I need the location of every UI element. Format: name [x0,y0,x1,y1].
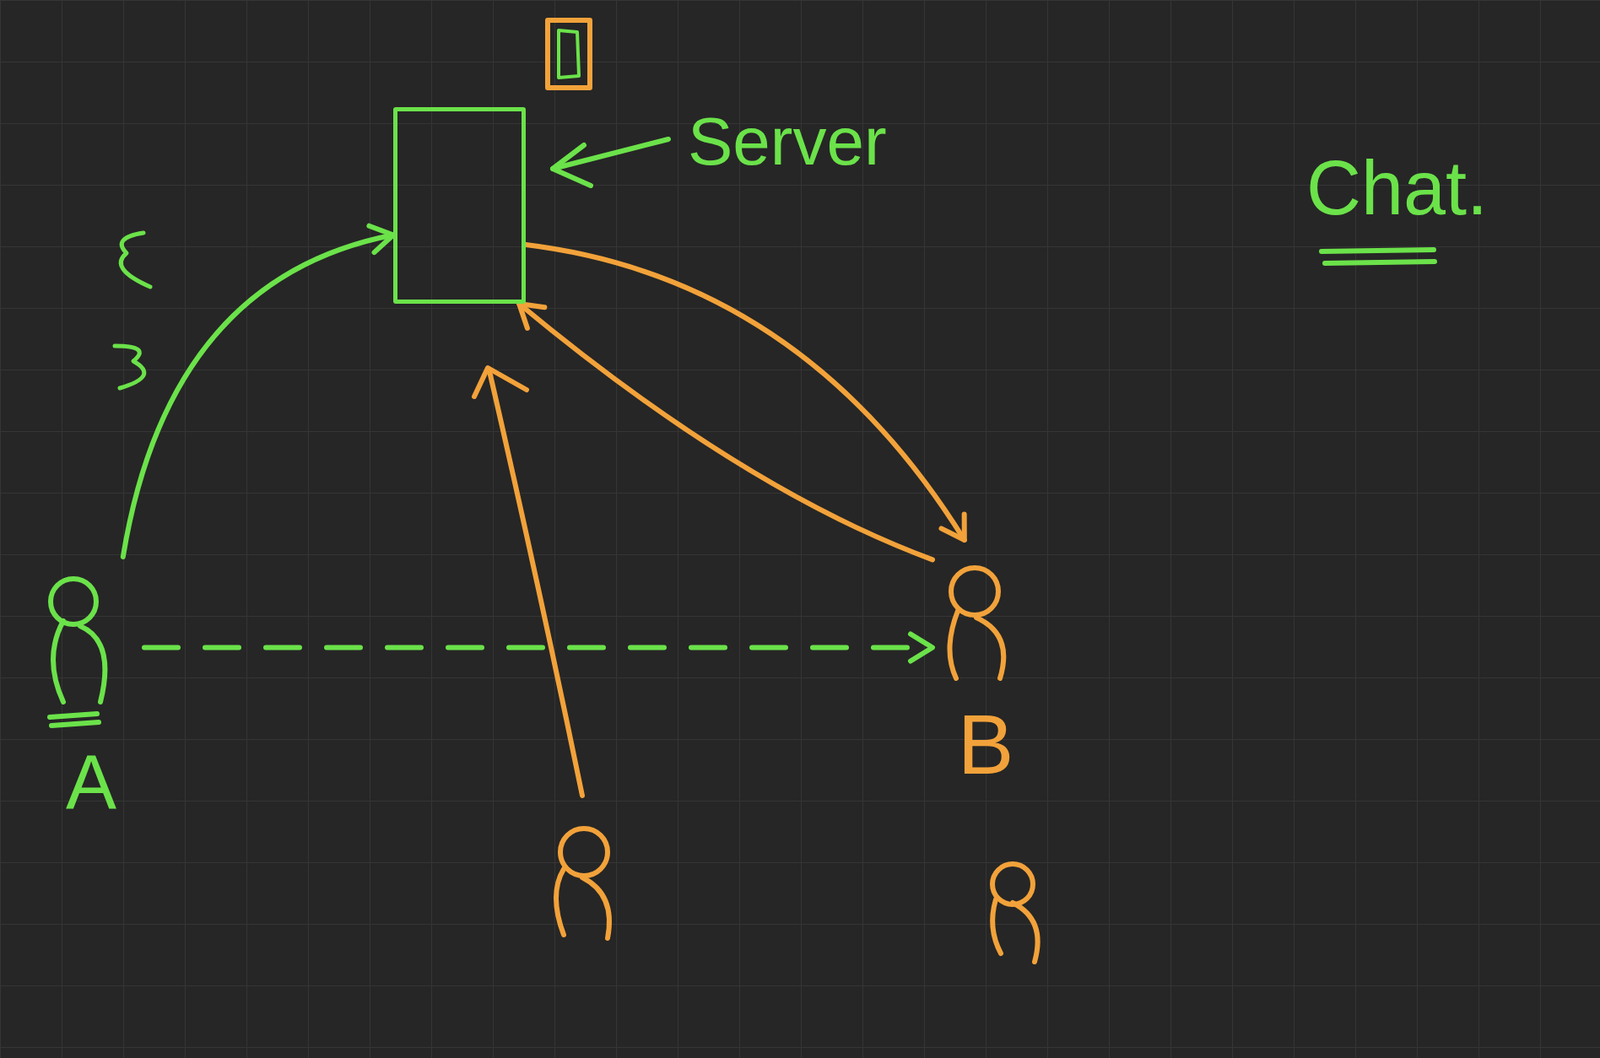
title-underline [1324,261,1435,264]
small-box-inner [558,30,579,78]
person-body [992,899,1038,963]
connector-arrow [123,234,394,557]
server-box: Server [393,107,526,304]
person-label: A [37,744,145,821]
person-drawing [37,556,145,745]
node-label: Server [687,108,887,176]
person-head [560,828,608,876]
person-figure: B [932,540,1039,787]
person-drawing [932,540,1039,703]
person-body [556,869,610,939]
title: Chat. [1306,150,1488,227]
request-arrow [489,371,583,796]
connector-arrow [525,244,965,541]
request-arrowhead [474,367,527,397]
scribble [120,232,151,287]
scribble [114,345,145,389]
person-head [992,864,1033,905]
person-figure: A [37,556,145,821]
connector-arrow [518,303,933,560]
connector-arrow [144,644,933,650]
small-box [547,20,590,88]
leader-arrowhead [552,145,591,186]
person-label: B [932,702,1039,787]
title-underline [1321,249,1434,252]
